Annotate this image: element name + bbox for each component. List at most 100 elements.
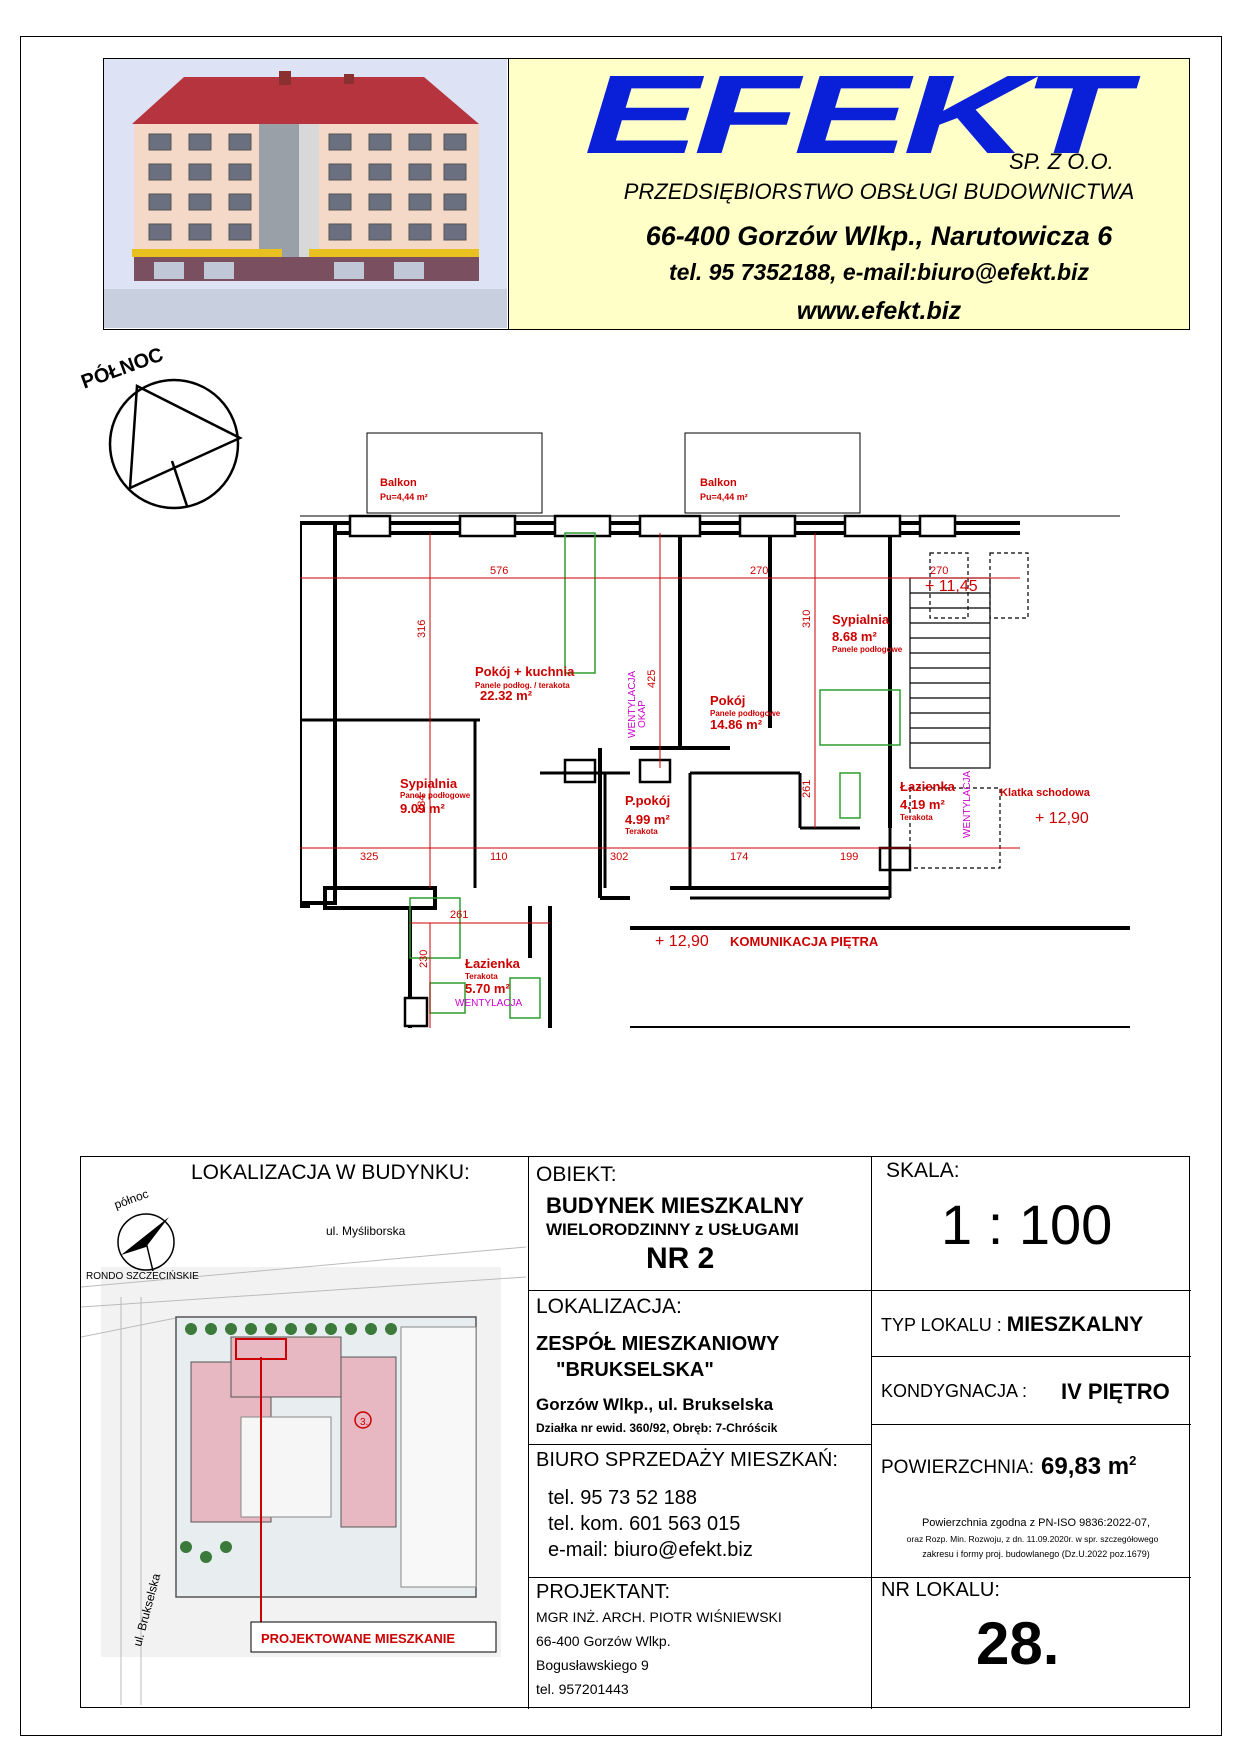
page-frame [20, 36, 1222, 1736]
level-11-45: + 11,45 [925, 578, 978, 595]
room-bathroom-2-name: Łazienka [465, 956, 521, 971]
dim-325: 325 [360, 851, 378, 863]
location-line-3: Gorzów Wlkp., ul. Brukselska [536, 1395, 774, 1414]
sales-email[interactable]: e-mail: biuro@efekt.biz [548, 1539, 753, 1561]
company-logo: EFEKT [584, 52, 1128, 177]
north-arrow: PÓŁNOC [72, 326, 252, 521]
room-bedroom-1-name: Sypialnia [832, 612, 890, 627]
company-info: EFEKT SP. Z O.O. PRZEDSIĘBIORSTWO OBSŁUG… [509, 59, 1189, 329]
north-label: PÓŁNOC [78, 342, 167, 394]
sales-office-label: BIURO SPRZEDAŻY MIESZKAŃ: [536, 1449, 838, 1471]
room-bedroom-2-finish: Panele podłogowe [400, 791, 471, 800]
header-banner: EFEKT SP. Z O.O. PRZEDSIĘBIORSTWO OBSŁUG… [103, 58, 1190, 330]
room-room-area: 14.86 m² [710, 717, 763, 732]
dim-174: 174 [730, 851, 748, 863]
room-hallway-area: 4.99 m² [625, 812, 670, 827]
location-line-1: ZESPÓŁ MIESZKANIOWY [536, 1333, 780, 1355]
object-line-3: NR 2 [646, 1242, 715, 1275]
room-living-kitchen-area: 22.32 m² [480, 688, 533, 703]
site-north-label: północ [112, 1187, 150, 1212]
object-line-2: WIELORODZINNY z USŁUGAMI [546, 1220, 799, 1239]
object-line-1: BUDYNEK MIESZKALNY [546, 1193, 804, 1218]
room-balcony-2-name: Balkon [700, 477, 737, 489]
dim-316: 316 [416, 620, 428, 638]
designer-line-2: 66-400 Gorzów Wlkp. [536, 1633, 671, 1649]
scale-value: 1 : 100 [941, 1193, 1113, 1256]
room-room-name: Pokój [710, 693, 745, 708]
dim-199: 199 [840, 851, 858, 863]
dim-302: 302 [610, 851, 628, 863]
company-address: 66-400 Gorzów Wlkp., Narutowicza 6 [645, 221, 1113, 251]
floor-plan: Balkon Pu=4,44 m² Balkon Pu=4,44 m² Pokó… [298, 428, 1130, 1068]
location-label: LOKALIZACJA: [536, 1295, 682, 1318]
room-hallway-finish: Terakota [625, 827, 658, 836]
floor-value: IV PIĘTRO [1061, 1379, 1170, 1404]
object-label: OBIEKT: [536, 1163, 617, 1186]
dim-310: 310 [801, 610, 813, 628]
dim-261b: 261 [450, 909, 468, 921]
company-legal-form: SP. Z O.O. [1009, 149, 1114, 174]
unit-number-value: 28. [976, 1610, 1060, 1677]
balcony-left [366, 432, 543, 514]
room-bathroom-1-name: Łazienka [900, 779, 956, 794]
room-hallway-name: P.pokój [625, 793, 670, 808]
unit-type-label: TYP LOKALU : [881, 1315, 1007, 1335]
room-bedroom-2-area: 9.09 m² [400, 801, 445, 816]
vent-label-2: WENTYLACJA [962, 770, 973, 838]
room-bathroom-2-area: 5.70 m² [465, 981, 510, 996]
dim-261a: 261 [801, 780, 813, 798]
scale-label: SKALA: [886, 1159, 960, 1182]
designer-line-1: MGR INŻ. ARCH. PIOTR WIŚNIEWSKI [536, 1609, 782, 1625]
room-balcony-2-area: Pu=4,44 m² [700, 492, 748, 502]
dim-425: 425 [646, 670, 658, 688]
company-website[interactable]: www.efekt.biz [796, 297, 962, 325]
company-tagline: PRZEDSIĘBIORSTWO OBSŁUGI BUDOWNICTWA [623, 179, 1135, 204]
location-line-2: "BRUKSELSKA" [556, 1359, 714, 1381]
designer-line-3: Bogusławskiego 9 [536, 1657, 649, 1673]
floor-label: KONDYGNACJA : [881, 1381, 1028, 1401]
room-bedroom-2-name: Sypialnia [400, 776, 458, 791]
designer-label: PROJEKTANT: [536, 1581, 671, 1603]
level-12-90-corridor: + 12,90 [655, 933, 709, 950]
site-street-mysliborska: ul. Myśliborska [326, 1224, 406, 1238]
dim-230: 230 [418, 950, 430, 968]
site-street-rondo: RONDO SZCZECIŃSKIE [86, 1269, 199, 1282]
sales-mobile[interactable]: tel. kom. 601 563 015 [548, 1513, 741, 1535]
room-bedroom-1-area: 8.68 m² [832, 629, 877, 644]
balcony-right [684, 432, 861, 514]
corridor-label: KOMUNIKACJA PIĘTRA [730, 934, 879, 949]
room-balcony-1-name: Balkon [380, 477, 417, 489]
sales-phone[interactable]: tel. 95 73 52 188 [548, 1487, 698, 1509]
unit-number-label: NR LOKALU: [881, 1579, 1000, 1601]
info-table: LOKALIZACJA W BUDYNKU: [80, 1156, 1191, 1709]
building-elevation-image [104, 59, 509, 329]
dim-284: 284 [416, 795, 428, 813]
area-note-1: Powierzchnia zgodna z PN-ISO 9836:2022-0… [921, 1517, 1151, 1529]
designed-flat-label: PROJEKTOWANE MIESZKANIE [261, 1631, 455, 1646]
vent-label-1: WENTYLACJA [627, 670, 638, 738]
dim-270a: 270 [750, 565, 768, 577]
room-bathroom-2-finish: Terakota [465, 972, 498, 981]
area-note-3: zakresu i formy proj. budowlanego (Dz.U.… [922, 1549, 1150, 1559]
room-bathroom-1-finish: Terakota [900, 813, 933, 822]
unit-type-value: MIESZKALNY [1006, 1313, 1144, 1336]
vent-label-3: WENTYLACJA [455, 998, 523, 1009]
area-value: 69,83 m [1041, 1453, 1130, 1480]
stair-label: Klatka schodowa [1000, 787, 1091, 799]
dim-576: 576 [490, 565, 508, 577]
designer-line-4: tel. 957201443 [536, 1681, 629, 1697]
room-room-finish: Panele podłogowe [710, 709, 781, 718]
svg-text:3.: 3. [360, 1417, 368, 1428]
room-living-kitchen-name: Pokój + kuchnia [475, 664, 575, 679]
level-12-90-stair: + 12,90 [1035, 810, 1089, 827]
room-bedroom-1-finish: Panele podłogowe [832, 645, 903, 654]
company-contact: tel. 95 7352188, e-mail:biuro@efekt.biz [669, 259, 1089, 285]
room-balcony-1-area: Pu=4,44 m² [380, 492, 428, 502]
dim-270b: 270 [930, 565, 948, 577]
location-line-4: Działka nr ewid. 360/92, Obręb: 7-Chróśc… [536, 1421, 778, 1435]
dim-110: 110 [490, 851, 508, 863]
hood-label: OKAP [637, 700, 648, 728]
room-bathroom-1-area: 4.19 m² [900, 797, 945, 812]
site-map: 3. północ ul. Myśliborska RONDO SZCZECIŃ… [80, 1187, 528, 1707]
location-title: LOKALIZACJA W BUDYNKU: [191, 1161, 470, 1184]
